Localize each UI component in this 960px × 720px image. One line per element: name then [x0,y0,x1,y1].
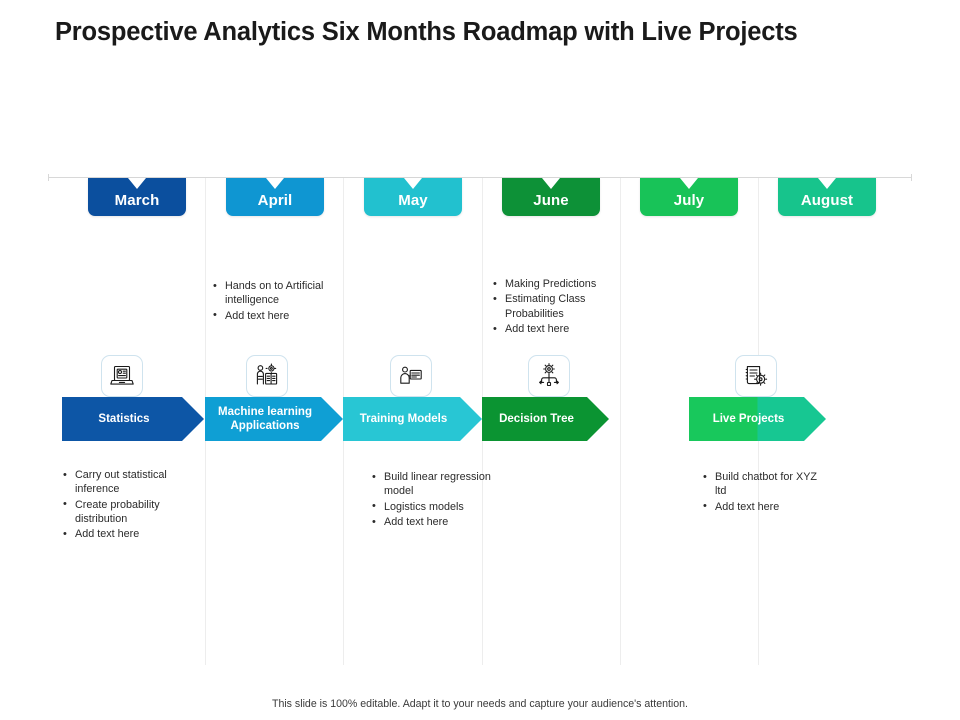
notes-march: Carry out statistical inference Create p… [62,468,196,543]
month-label: August [800,191,854,209]
badge-notch-icon [128,178,146,189]
milestone-label: Decision Tree [499,412,574,425]
list-item: Build linear regression model [371,470,491,499]
decision-node-icon [536,363,562,389]
badge-notch-icon [404,178,422,189]
month-badge-may[interactable]: May [364,178,462,216]
column-divider-4 [620,178,621,665]
month-badge-july[interactable]: July [640,178,738,216]
list-item: Making Predictions [492,276,614,291]
milestone-arrow-machine-learning[interactable]: Machine learning Applications [205,397,343,441]
laptop-report-icon [109,363,135,389]
month-label: June [533,191,569,209]
icon-badge-training-models [390,355,432,397]
list-item: Create probability distribution [62,497,196,527]
notes-june: Making Predictions Estimating Class Prob… [492,276,614,337]
list-item: Add text here [62,527,196,542]
milestone-arrow-decision-tree[interactable]: Decision Tree [482,397,609,441]
month-badge-march[interactable]: March [88,178,186,216]
icon-badge-machine-learning [246,355,288,397]
milestone-arrow-training-models[interactable]: Training Models [343,397,482,441]
list-item: Estimating Class Probabilities [492,292,614,321]
page-title: Prospective Analytics Six Months Roadmap… [55,18,798,46]
list-item: Hands on to Artificial intelligence [212,279,336,308]
month-label: July [673,191,705,209]
month-badge-april[interactable]: April [226,178,324,216]
badge-notch-icon [680,178,698,189]
milestone-label: Statistics [98,412,150,425]
milestone-arrow-live-projects[interactable]: Live Projects [689,397,826,441]
notes-april: Hands on to Artificial intelligence Add … [212,279,336,324]
milestone-label: Live Projects [712,412,785,425]
badge-notch-icon [818,178,836,189]
presenter-board-icon [398,363,424,389]
list-item: Logistics models [371,499,491,514]
list-item: Add text here [212,308,336,323]
list-item: Add text here [371,515,491,530]
icon-badge-live-projects [735,355,777,397]
icon-badge-statistics [101,355,143,397]
milestone-label: Machine learning Applications [218,405,312,432]
milestone-label: Training Models [359,412,448,425]
month-badge-june[interactable]: June [502,178,600,216]
month-label: May [398,191,428,209]
document-gear-icon [743,363,769,389]
person-gear-book-icon [254,363,280,389]
month-label: April [257,191,293,209]
badge-notch-icon [266,178,284,189]
list-item: Add text here [702,499,822,514]
milestone-arrow-statistics[interactable]: Statistics [62,397,204,441]
month-badge-august[interactable]: August [778,178,876,216]
list-item: Carry out statistical inference [62,468,196,497]
timeline-baseline [48,174,912,181]
icon-badge-decision-tree [528,355,570,397]
badge-notch-icon [542,178,560,189]
notes-may: Build linear regression model Logistics … [371,470,491,530]
footer-note: This slide is 100% editable. Adapt it to… [271,698,689,710]
list-item: Add text here [492,322,614,337]
list-item: Build chatbot for XYZ ltd [702,470,822,499]
notes-july: Build chatbot for XYZ ltd Add text here [702,470,822,515]
month-label: March [114,191,160,209]
